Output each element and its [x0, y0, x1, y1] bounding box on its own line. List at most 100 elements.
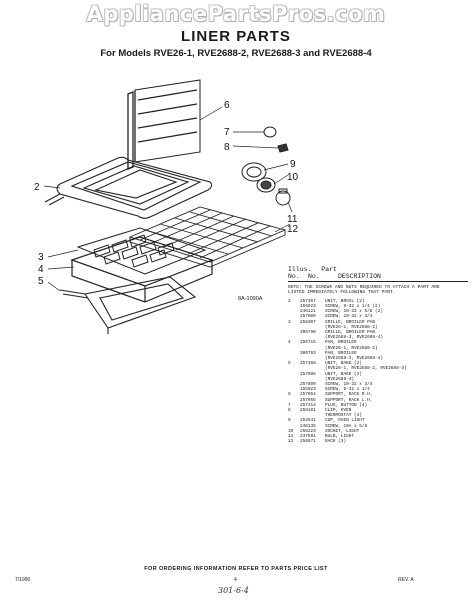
row-description: THERMOSTAT (4) [325, 413, 362, 419]
row-description: UNIT, BAKE (2) [325, 361, 362, 367]
row-part-no: 257054 [300, 392, 316, 398]
table-row: (RVE2688-3, RVE2688-4) [288, 356, 468, 361]
row-description: SUPPORT, RACK R.H. [325, 392, 373, 398]
broiler-grille-drawing [76, 227, 207, 275]
row-description: SCREW, 10A x 5/8 [325, 423, 368, 429]
head-illus: Illus. [288, 266, 312, 273]
watermark: AppliancePartsPros.com [86, 2, 386, 26]
row-illus-no: 12 [288, 439, 294, 445]
thermostat-clip-drawing [277, 143, 289, 153]
row-description: (RVE2688-3, RVE2688-4) [325, 335, 383, 341]
table-row: 155023 SCREW, 8-32 x 1/4 (2) [288, 304, 468, 309]
row-illus-no: 11 [288, 434, 294, 440]
row-part-no: 155023 [300, 387, 316, 393]
row-description: SCREW, 10-32 x 3/4 [325, 314, 373, 320]
row-description: (RVE2688-4) [325, 376, 354, 382]
row-part-no: 306790 [300, 330, 316, 336]
broil-unit-drawing [44, 156, 213, 219]
callout-5: 5 [38, 276, 44, 287]
row-illus-no: 10 [288, 428, 294, 434]
row-description: PLUG, BUTTON (4) [325, 402, 368, 408]
table-row: 12 256671 RACK (3) [288, 439, 468, 444]
table-head-row-2: No. No. DESCRIPTION [288, 273, 468, 282]
row-part-no: 257800 [300, 314, 316, 320]
row-part-no: 257988 [300, 371, 316, 377]
rack-support-drawing [127, 79, 201, 170]
row-part-no: 257367 [300, 298, 316, 304]
light-bulb-drawing [275, 188, 291, 206]
callout-3: 3 [38, 252, 44, 263]
row-description: UNIT, BAKE (2) [325, 371, 362, 377]
callout-4: 4 [38, 264, 44, 275]
row-description: GRILLE, BROILER PAN [325, 330, 376, 336]
row-part-no: 306793 [300, 350, 316, 356]
row-part-no: 256671 [300, 439, 316, 445]
row-illus-no: 5 [288, 361, 291, 367]
row-description: SOCKET, LIGHT [325, 428, 360, 434]
row-part-no: 257368 [300, 361, 316, 367]
row-description: (RVE26-1, RVE2688-2, RVE2688-3) [325, 366, 407, 372]
head-no-2: No. [308, 273, 320, 280]
row-illus-no: 6 [288, 392, 291, 398]
table-row: (RVE26-1, RVE2688-2) [288, 325, 468, 330]
row-description: SCREW, 10-32 x 3/4 [325, 382, 373, 388]
row-description: PAN, BROILER [325, 350, 357, 356]
footer-revision: REV. A [398, 577, 414, 583]
page-subtitle: For Models RVE26-1, RVE2688-2, RVE2688-3… [100, 48, 372, 59]
page-title: LINER PARTS [181, 28, 291, 45]
row-part-no: 256307 [300, 319, 316, 325]
row-description: BULB, LIGHT [325, 434, 354, 440]
exploded-parts-diagram: 2 3 4 5 6 7 8 9 10 11 12 [34, 79, 299, 334]
table-row: (RVE26-1, RVE2688-2, RVE2688-3) [288, 366, 468, 371]
table-row: 257055 SUPPORT, RACK L.H. [288, 398, 468, 403]
row-description: SUPPORT, RACK L.H. [325, 397, 373, 403]
table-note: NOTE: THE SCREWS AND NUTS REQUIRED TO AT… [288, 285, 440, 296]
footer-page-number: 4 [234, 577, 237, 583]
row-illus-no: 4 [288, 340, 291, 346]
row-part-no: 155023 [300, 304, 316, 310]
row-part-no: 246121 [300, 309, 316, 315]
table-row: (RVE26-1, RVE2688-2) [288, 346, 468, 351]
row-description: RACK (3) [325, 439, 347, 445]
table-row: 5 257368 UNIT, BAKE (2) [288, 361, 468, 366]
head-no-1: No. [288, 273, 300, 280]
table-row: 257988 UNIT, BAKE (2) [288, 372, 468, 377]
row-part-no: 247591 [300, 434, 316, 440]
table-row: (RVE2688-4) [288, 377, 468, 382]
row-part-no: 258101 [300, 408, 316, 414]
table-row: 7 257314 PLUG, BUTTON (4) [288, 403, 468, 408]
callout-leader-lines [43, 106, 293, 292]
row-part-no: 252541 [300, 418, 316, 424]
callout-6: 6 [224, 100, 230, 111]
row-description: (RVE2688-3, RVE2688-4) [325, 356, 383, 362]
callout-11: 11 [287, 214, 298, 225]
footer-date: 7/1990 [15, 577, 31, 583]
callout-9: 9 [290, 159, 296, 170]
row-description: PAN, BROILER [325, 340, 357, 346]
bake-unit-drawing [59, 276, 197, 334]
row-illus-no: 2 [288, 298, 291, 304]
row-part-no: 256715 [300, 340, 316, 346]
table-row: (RVE2688-3, RVE2688-4) [288, 335, 468, 340]
row-illus-no: 3 [288, 319, 291, 325]
row-description: SCREW, 8-32 x 1/4 [325, 387, 370, 393]
row-description: CLIP, OVEN [325, 408, 352, 414]
button-plug-drawing [263, 126, 277, 138]
row-part-no: 256223 [300, 428, 316, 434]
table-row: 155023 SCREW, 8-32 x 1/4 [288, 387, 468, 392]
row-description: SCREW, 8-32 x 1/4 (2) [325, 304, 381, 310]
row-part-no: 257314 [300, 402, 316, 408]
callout-7: 7 [224, 127, 230, 138]
row-illus-no: 7 [288, 402, 291, 408]
row-description: UNIT, BROIL (2) [325, 298, 365, 304]
callout-10: 10 [287, 172, 299, 183]
table-row: 11 247591 BULB, LIGHT [288, 434, 468, 439]
row-description: (RVE26-1, RVE2688-2) [325, 345, 378, 351]
row-part-no: 257055 [300, 397, 316, 403]
table-row: 257800 SCREW, 10-32 x 3/4 [288, 314, 468, 319]
